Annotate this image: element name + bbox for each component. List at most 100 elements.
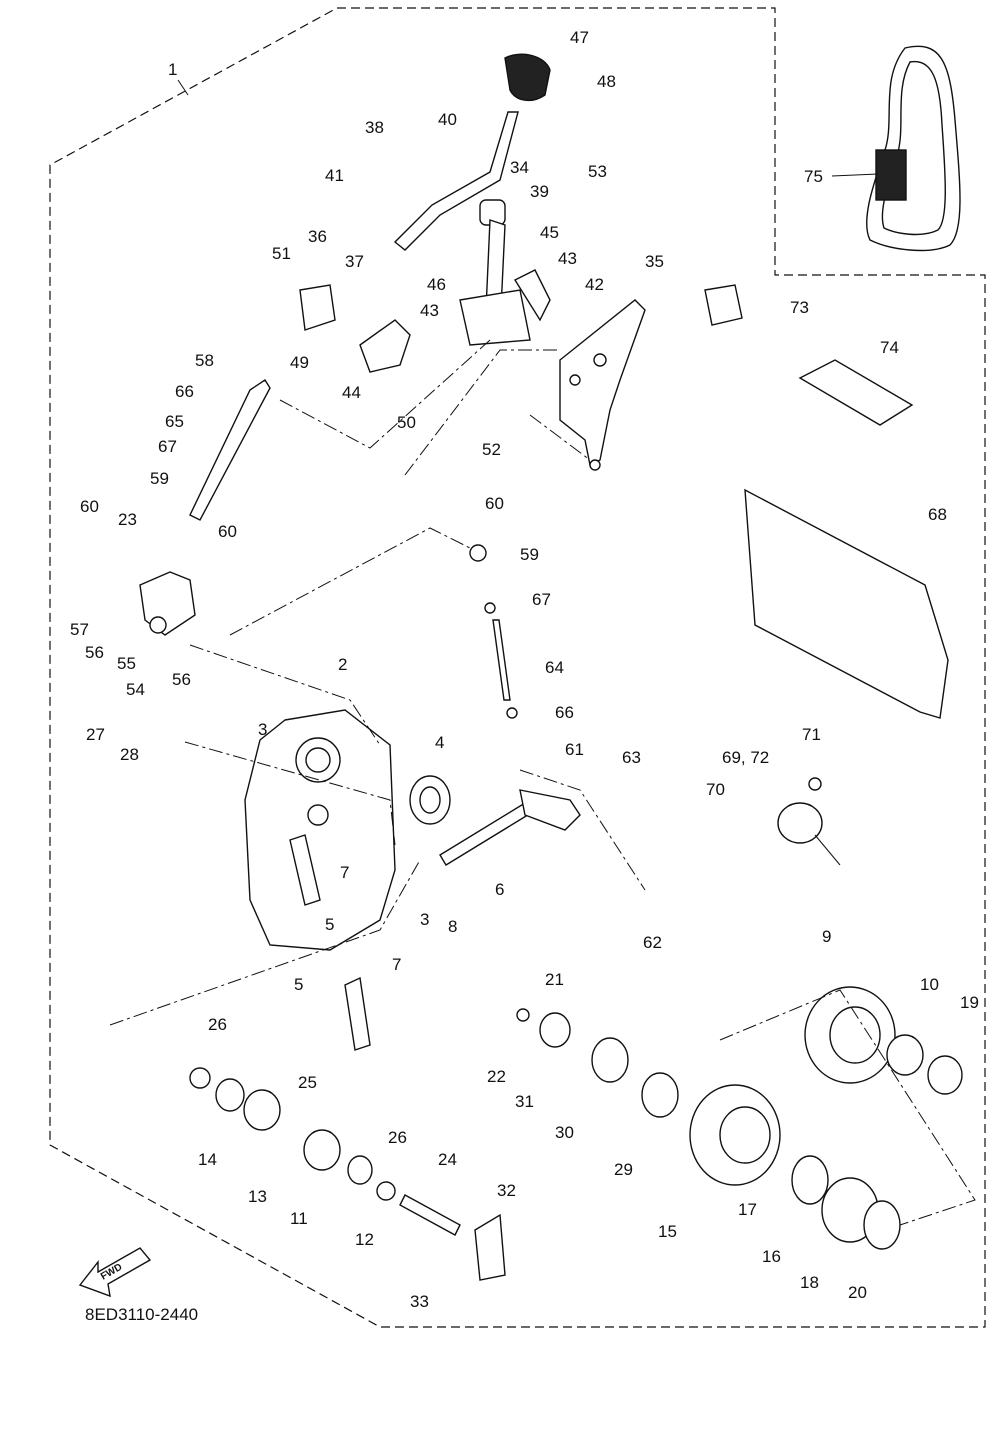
callout-4: 4 (435, 733, 444, 752)
shift-shaft (439, 789, 581, 866)
callout-62: 62 (643, 933, 662, 952)
drive-belt (866, 45, 961, 252)
callout-25: 25 (298, 1073, 317, 1092)
callout-64: 64 (545, 658, 564, 677)
callout-59: 59 (520, 545, 539, 564)
callout-52: 52 (482, 440, 501, 459)
callout-60: 60 (485, 494, 504, 513)
callout-48: 48 (597, 72, 616, 91)
callout-35: 35 (645, 252, 664, 271)
callout-55: 55 (117, 654, 136, 673)
callout-71: 71 (802, 725, 821, 744)
callout-10: 10 (920, 975, 939, 994)
shift-lever-assembly (393, 53, 551, 346)
labels-and-plate (704, 284, 949, 719)
callout-66: 66 (555, 703, 574, 722)
callout-58: 58 (195, 351, 214, 370)
callout-18: 18 (800, 1273, 819, 1292)
callout-1: 1 (168, 60, 177, 79)
callout-42: 42 (585, 275, 604, 294)
callout-11: 11 (290, 1209, 308, 1228)
callout-2: 2 (338, 655, 347, 674)
callout-43: 43 (420, 301, 439, 320)
callout-68: 68 (928, 505, 947, 524)
callout-60: 60 (218, 522, 237, 541)
callout-27: 27 (86, 725, 105, 744)
callout-44: 44 (342, 383, 361, 402)
callout-41: 41 (325, 166, 344, 185)
assembly-lines (109, 339, 976, 1226)
callout-51: 51 (272, 244, 291, 263)
callout-22: 22 (487, 1067, 506, 1086)
callout-45: 45 (540, 223, 559, 242)
lever-bracket (559, 299, 646, 471)
callout-23: 23 (118, 510, 137, 529)
callout-31: 31 (515, 1092, 534, 1111)
callout-60: 60 (80, 497, 99, 516)
reverse-gear (689, 1084, 781, 1186)
callout-39: 39 (530, 182, 549, 201)
callout-56: 56 (172, 670, 191, 689)
lower-linkage (139, 379, 271, 636)
bearing (409, 775, 451, 825)
callout-74: 74 (880, 338, 899, 357)
callout-67: 67 (158, 437, 177, 456)
rings (791, 1155, 901, 1250)
callout-75: 75 (804, 167, 823, 186)
callout-61: 61 (565, 740, 584, 759)
part-code: 8ED3110-2440 (85, 1305, 198, 1324)
callout-6: 6 (495, 880, 504, 899)
callout-20: 20 (848, 1283, 867, 1302)
callout-3: 3 (258, 720, 267, 739)
callout-15: 15 (658, 1222, 677, 1241)
callout-38: 38 (365, 118, 384, 137)
shaft-components (516, 1008, 679, 1118)
callout-7: 7 (340, 863, 349, 882)
callout-56: 56 (85, 643, 104, 662)
callout-47: 47 (570, 28, 589, 47)
callout-69-72: 69, 72 (722, 748, 769, 767)
callout-73: 73 (790, 298, 809, 317)
callout-9: 9 (822, 927, 831, 946)
callouts: 1 2 3 3 4 5 5 6 7 7 8 9 10 11 12 13 14 1… (70, 28, 979, 1311)
callout-14: 14 (198, 1150, 217, 1169)
callout-5: 5 (294, 975, 303, 994)
callout-36: 36 (308, 227, 327, 246)
callout-30: 30 (555, 1123, 574, 1142)
callout-57: 57 (70, 620, 89, 639)
callout-37: 37 (345, 252, 364, 271)
fwd-arrow-icon: FWD (78, 1247, 152, 1298)
callout-34: 34 (510, 158, 529, 177)
callout-67: 67 (532, 590, 551, 609)
callout-3: 3 (420, 910, 429, 929)
callout-16: 16 (762, 1247, 781, 1266)
callout-59: 59 (150, 469, 169, 488)
callout-49: 49 (290, 353, 309, 372)
callout-26: 26 (388, 1128, 407, 1147)
lower-gear-train (189, 976, 506, 1281)
callout-13: 13 (248, 1187, 267, 1206)
callout-65: 65 (165, 412, 184, 431)
lever-plate (299, 284, 411, 373)
callout-53: 53 (588, 162, 607, 181)
callout-70: 70 (706, 780, 725, 799)
callout-26: 26 (208, 1015, 227, 1034)
callout-50: 50 (397, 413, 416, 432)
callout-12: 12 (355, 1230, 374, 1249)
callout-32: 32 (497, 1181, 516, 1200)
callout-40: 40 (438, 110, 457, 129)
callout-54: 54 (126, 680, 145, 699)
callout-5: 5 (325, 915, 334, 934)
callout-28: 28 (120, 745, 139, 764)
assembly-boundary (49, 7, 986, 1328)
callout-33: 33 (410, 1292, 429, 1311)
callout-63: 63 (622, 748, 641, 767)
callout-7: 7 (392, 955, 401, 974)
callout-46: 46 (427, 275, 446, 294)
callout-29: 29 (614, 1160, 633, 1179)
callout-43: 43 (558, 249, 577, 268)
callout-8: 8 (448, 917, 457, 936)
shift-rod (469, 544, 518, 719)
callout-21: 21 (545, 970, 564, 989)
